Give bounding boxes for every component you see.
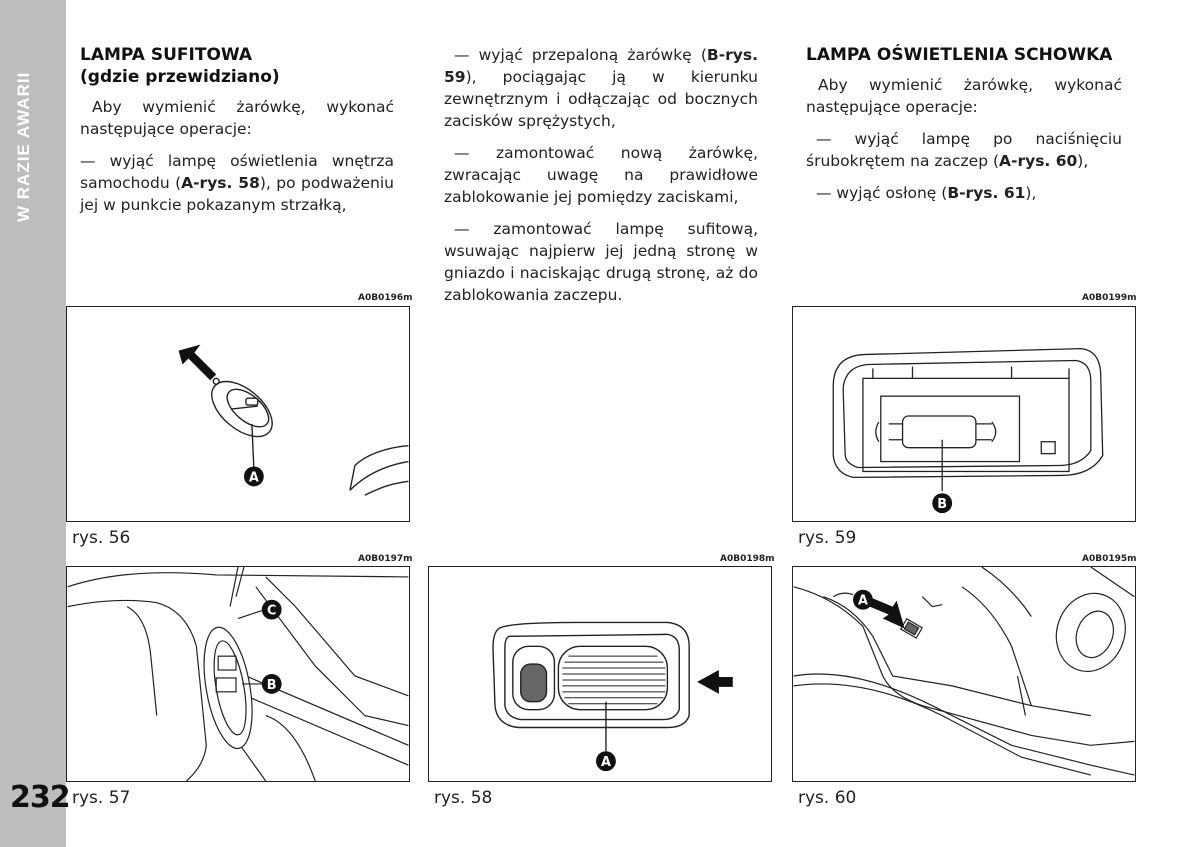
ceiling-lamp-illustration: A (178, 344, 409, 496)
paragraph: Aby wymienić żarówkę, wykonać następując… (80, 98, 394, 138)
callout-label: B (937, 497, 947, 512)
figure-caption: rys. 57 (72, 788, 131, 808)
column-1: LAMPA SUFITOWA (gdzie przewidziano) Aby … (80, 44, 394, 226)
glovebox-interior-illustration: A (793, 567, 1135, 776)
figure-reference: B-rys. 59 (444, 46, 758, 86)
figure-57: C B (66, 566, 410, 782)
figure-code: A0B0199m (1082, 293, 1137, 303)
figure-caption: rys. 56 (72, 528, 131, 548)
figure-reference: A-rys. 60 (999, 152, 1078, 170)
figure-reference: A-rys. 58 (181, 174, 260, 192)
section-title: W RAZIE AWARII (14, 71, 33, 222)
heading-glovebox-lamp: LAMPA OŚWIETLENIA SCHOWKA (806, 45, 1113, 65)
paragraph: — wyjąć osłonę (B-rys. 61), (816, 184, 1037, 202)
paragraph: — wyjąć przepaloną żarówkę (B-rys. 59), … (444, 46, 758, 130)
callout-label: A (601, 755, 611, 770)
lamp-housing-illustration: A (492, 621, 733, 772)
car-interior-lamp-illustration: C B (67, 567, 409, 781)
sidebar: W RAZIE AWARII (0, 0, 66, 847)
figure-caption: rys. 59 (798, 528, 857, 548)
figure-60: A (792, 566, 1136, 782)
paragraph: Aby wymienić żarówkę, wykonać następując… (806, 76, 1122, 116)
column-2: — wyjąć przepaloną żarówkę (B-rys. 59), … (444, 44, 758, 316)
figure-code: A0B0196m (358, 293, 413, 303)
callout-label: A (858, 594, 868, 609)
column-3: LAMPA OŚWIETLENIA SCHOWKA Aby wymienić ż… (806, 44, 1122, 214)
figure-caption: rys. 60 (798, 788, 857, 808)
paragraph: — wyjąć lampę po naciśnięciu śrubokrętem… (806, 130, 1122, 170)
figure-58: A (428, 566, 772, 782)
callout-label: A (249, 470, 259, 485)
figure-code: A0B0195m (1082, 554, 1137, 564)
heading-ceiling-lamp: LAMPA SUFITOWA (gdzie przewidziano) (80, 45, 280, 87)
figure-59: B (792, 306, 1136, 522)
figure-reference: B-rys. 61 (947, 184, 1026, 202)
figure-56: A (66, 306, 410, 522)
callout-label: C (267, 604, 276, 619)
figure-code: A0B0198m (720, 554, 775, 564)
figure-code: A0B0197m (358, 554, 413, 564)
paragraph: — zamontować lampę sufitową, wsuwając na… (444, 220, 758, 304)
page-number: 232 (10, 780, 71, 815)
callout-label: B (267, 678, 277, 693)
paragraph: — zamontować nową żarówkę, zwracając uwa… (444, 144, 758, 206)
figure-caption: rys. 58 (434, 788, 493, 808)
paragraph: — wyjąć lampę oświetlenia wnętrza samoch… (80, 152, 394, 214)
glovebox-lamp-bulb-illustration: B (832, 347, 1104, 514)
